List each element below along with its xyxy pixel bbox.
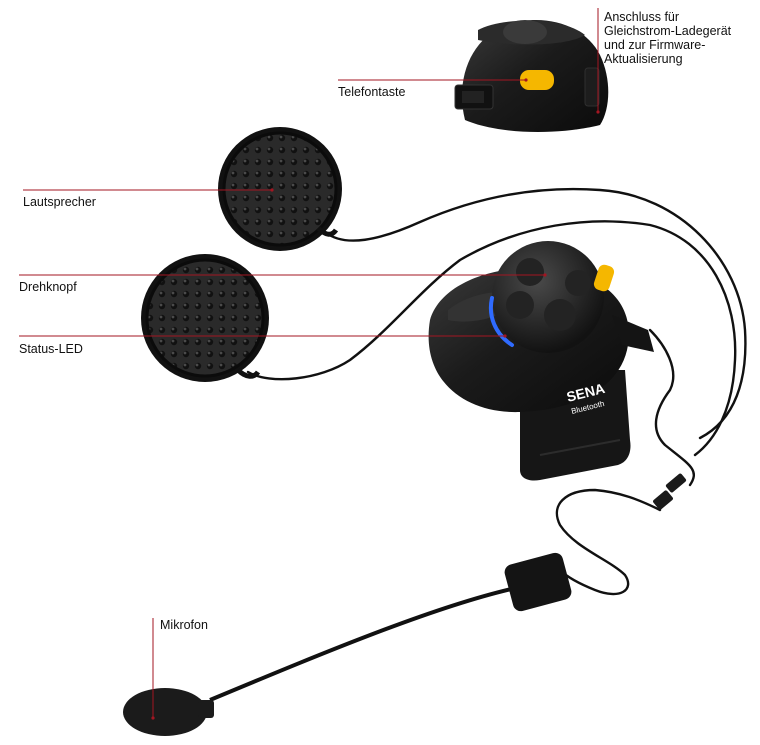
main-cable <box>648 328 696 487</box>
label-phone-button: Telefontaste <box>338 85 406 99</box>
label-status-led: Status-LED <box>19 342 83 356</box>
main-device: SENA Bluetooth <box>428 241 654 481</box>
mic-cable <box>555 488 662 596</box>
label-microphone: Mikrofon <box>160 618 208 632</box>
status-led <box>489 296 514 347</box>
speaker-top-cable <box>323 187 747 440</box>
label-rotary-knob: Drehknopf <box>19 280 77 294</box>
speaker-bottom <box>141 254 269 382</box>
leader-dots <box>151 78 600 720</box>
microphone <box>123 552 572 736</box>
label-dc-port: Anschluss für Gleichstrom-Ladegerät und … <box>604 10 732 66</box>
speaker-top <box>218 127 342 251</box>
phone-button <box>520 70 554 90</box>
leader-lines <box>19 8 599 718</box>
label-speaker: Lautsprecher <box>23 195 96 209</box>
cables <box>246 187 747 596</box>
speaker-bottom-cable <box>246 220 737 457</box>
inline-connector <box>653 473 687 510</box>
device-rear-view <box>454 19 609 132</box>
